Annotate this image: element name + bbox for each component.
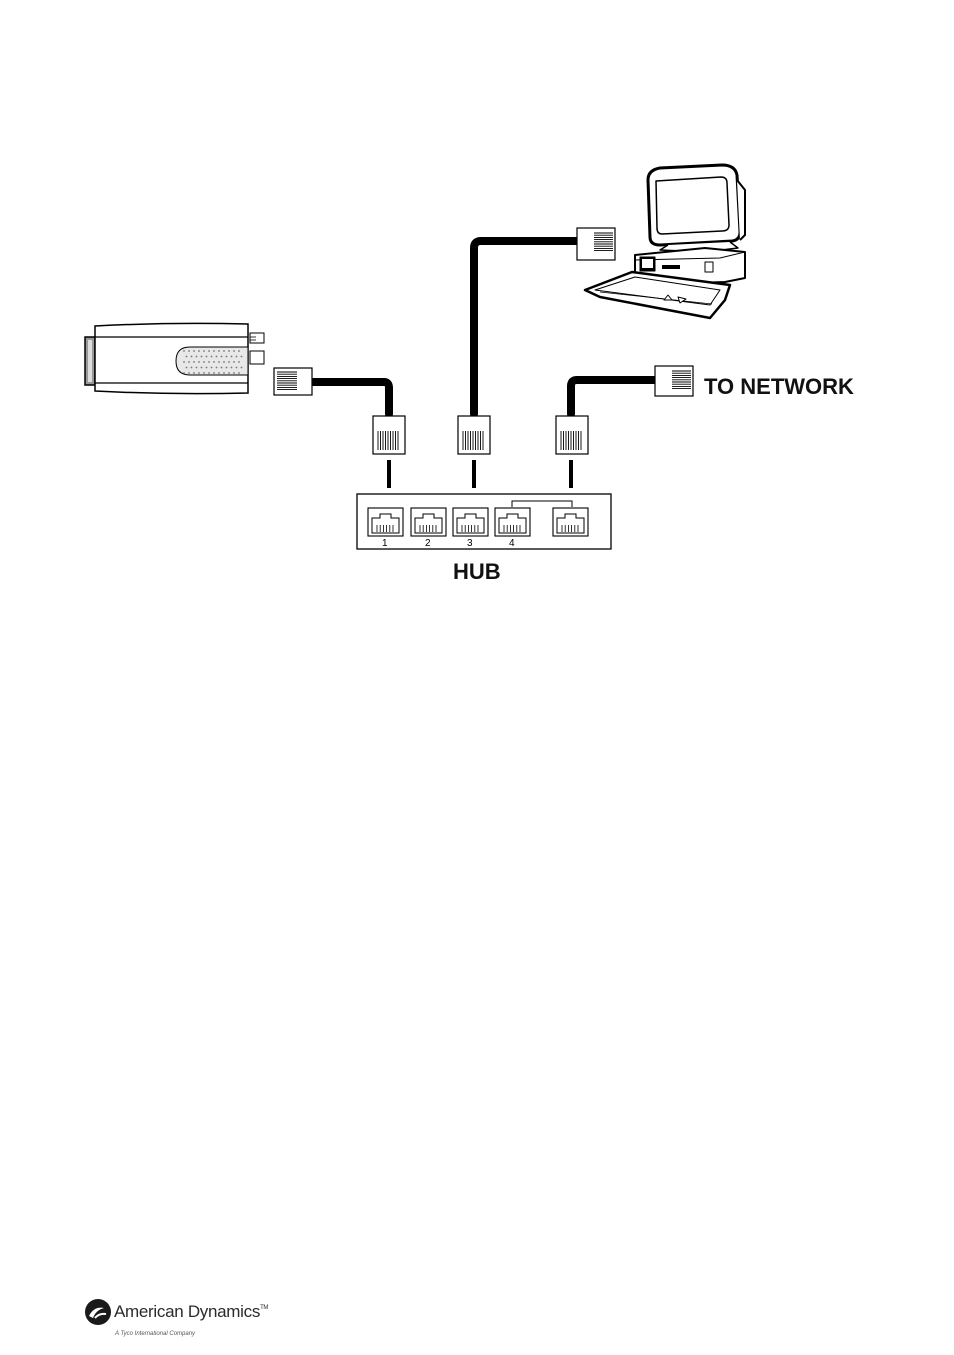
vent-dot [183, 361, 185, 363]
vent-dot [215, 355, 218, 358]
vent-dot [198, 350, 200, 352]
hub-port-number: 4 [509, 538, 515, 549]
vent-dot [233, 372, 235, 374]
computer-icon [583, 163, 746, 320]
vent-dot [223, 350, 225, 352]
vent-dot [233, 350, 235, 352]
brand-tagline: A Tyco International Company [115, 1331, 196, 1337]
vent-dot [205, 355, 208, 358]
vent-dot [203, 361, 205, 363]
vent-dot [238, 372, 240, 374]
vent-dot [238, 350, 240, 352]
cable-camera [309, 378, 393, 418]
vent-dot [213, 361, 215, 363]
vent-dot [183, 350, 185, 352]
vent-dot [188, 350, 190, 352]
vent-dot [223, 372, 225, 374]
vent-dot [225, 355, 228, 358]
hub-port-1: 1 [367, 507, 404, 549]
vent-dot [200, 355, 203, 358]
vent-dot [210, 355, 213, 358]
vent-dot [228, 372, 230, 374]
vent-dot [193, 372, 195, 374]
vent-dot [193, 361, 195, 363]
vent-dot [185, 366, 188, 369]
rj45-plug-uplink [555, 415, 589, 455]
vent-dot [208, 350, 210, 352]
vent-dot [218, 372, 220, 374]
vent-dot [230, 366, 233, 369]
vent-dot [238, 361, 240, 363]
vent-dot [228, 350, 230, 352]
vent-dot [213, 372, 215, 374]
brand-name: American DynamicsTM [114, 1302, 269, 1321]
vent-dot [205, 366, 208, 369]
vent-dot [215, 366, 218, 369]
vent-dot [203, 350, 205, 352]
vent-dot [240, 366, 243, 369]
vent-dot [220, 366, 223, 369]
brand-logo-icon [85, 1299, 111, 1325]
vent-dot [203, 372, 205, 374]
vent-dot [218, 361, 220, 363]
vent-dot [208, 372, 210, 374]
vent-dot [228, 361, 230, 363]
vent-dot [233, 361, 235, 363]
hub-port-3: 3 [452, 507, 489, 549]
cable-network [567, 376, 659, 418]
vent-dot [220, 355, 223, 358]
hub-port-uplink [552, 507, 589, 537]
vent-dot [185, 355, 188, 358]
rj45-plug-port-1 [372, 415, 406, 455]
network-diagram: 1 2 3 4 TO NETWORK HUB [84, 163, 854, 584]
vent-dot [200, 366, 203, 369]
vent-dot [235, 366, 238, 369]
vent-dot [193, 350, 195, 352]
plug-lead-lines [387, 460, 573, 488]
vent-dot [235, 355, 238, 358]
vent-dot [240, 355, 243, 358]
hub-label: HUB [453, 559, 501, 584]
vent-dot [218, 350, 220, 352]
vent-dot [190, 355, 193, 358]
cable-computer [470, 237, 580, 418]
vent-dot [213, 350, 215, 352]
vent-dot [198, 372, 200, 374]
hub-port-number: 1 [382, 538, 388, 549]
hub-port-number: 3 [467, 538, 473, 549]
rj45-plug-network-end [654, 365, 694, 397]
vent-dot [223, 361, 225, 363]
camera-icon [84, 322, 265, 395]
hub-port-4: 4 [494, 507, 531, 549]
vent-dot [195, 366, 198, 369]
rj45-plug-camera-end [273, 367, 313, 396]
vent-dot [195, 355, 198, 358]
vent-dot [208, 361, 210, 363]
hub-port-2: 2 [410, 507, 447, 549]
vent-dot [183, 372, 185, 374]
vent-dot [188, 361, 190, 363]
vent-dot [210, 366, 213, 369]
hub: 1 2 3 4 [356, 493, 612, 550]
vent-dot [188, 372, 190, 374]
american-dynamics-logo: American DynamicsTM A Tyco International… [84, 1297, 314, 1343]
rj45-plug-computer-end [576, 227, 616, 261]
rj45-plug-port-3 [457, 415, 491, 455]
vent-dot [190, 366, 193, 369]
hub-port-number: 2 [425, 538, 431, 549]
vent-dot [230, 355, 233, 358]
to-network-label: TO NETWORK [704, 374, 854, 399]
vent-dot [198, 361, 200, 363]
vent-dot [225, 366, 228, 369]
